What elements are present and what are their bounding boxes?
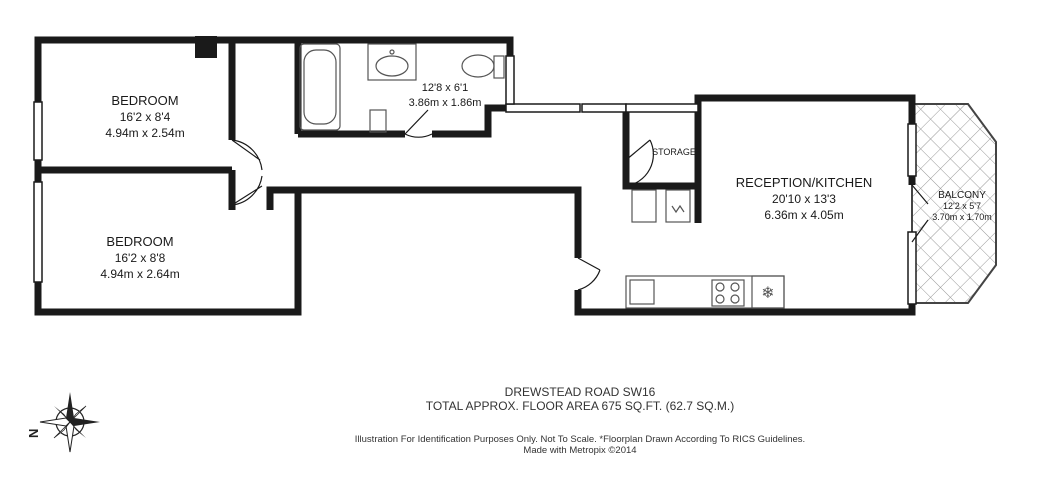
room-labels: BEDROOM 16'2 x 8'4 4.94m x 2.54m BEDROOM… — [100, 82, 991, 281]
doors — [231, 109, 929, 291]
disclaimer-block: Illustration For Identification Purposes… — [300, 434, 860, 456]
bedroom1-imperial: 16'2 x 8'4 — [120, 110, 171, 124]
bathroom-fixtures — [299, 43, 505, 133]
hob — [711, 279, 745, 307]
compass-icon: N — [26, 392, 100, 453]
bedroom2-name: BEDROOM — [106, 234, 173, 249]
disclaimer-text: Illustration For Identification Purposes… — [354, 434, 806, 445]
chimney-breast — [195, 36, 217, 58]
bathroom-cabinet — [369, 109, 387, 133]
reception-imperial: 20'10 x 13'3 — [772, 192, 836, 206]
storage-name: STORAGE — [652, 147, 696, 157]
address-line: DREWSTEAD ROAD SW16 — [504, 385, 656, 399]
credit-text: Made with Metropix ©2014 — [523, 445, 637, 456]
reception-metric: 6.36m x 4.05m — [764, 208, 843, 222]
kitchen-counter — [625, 275, 785, 309]
sink — [367, 43, 417, 81]
reception-name: RECEPTION/KITCHEN — [736, 175, 873, 190]
bedroom1-metric: 4.94m x 2.54m — [105, 126, 184, 140]
bathtub — [299, 43, 341, 131]
svg-text:❄: ❄ — [761, 285, 774, 302]
compass-north-label: N — [26, 429, 41, 438]
address-block: DREWSTEAD ROAD SW16 TOTAL APPROX. FLOOR … — [300, 385, 860, 413]
kitchen-fixtures: ❄ — [625, 189, 785, 309]
bedroom2-imperial: 16'2 x 8'8 — [115, 251, 166, 265]
fridge-freezer — [751, 275, 785, 309]
washing-machine — [665, 189, 691, 223]
dishwasher — [629, 279, 655, 305]
toilet — [461, 54, 495, 78]
bedroom2-metric: 4.94m x 2.64m — [100, 267, 179, 281]
balcony-metric: 3.70m x 1.70m — [932, 212, 992, 222]
balcony-imperial: 12'2 x 5'7 — [943, 201, 981, 211]
washer-dryer — [631, 189, 657, 223]
bathroom-imperial: 12'8 x 6'1 — [422, 82, 468, 94]
balcony-name: BALCONY — [938, 190, 986, 201]
floor-area-line: TOTAL APPROX. FLOOR AREA 675 SQ.FT. (62.… — [425, 399, 735, 413]
windows — [33, 55, 917, 305]
bathroom-metric: 3.86m x 1.86m — [409, 97, 482, 109]
bedroom1-name: BEDROOM — [111, 93, 178, 108]
